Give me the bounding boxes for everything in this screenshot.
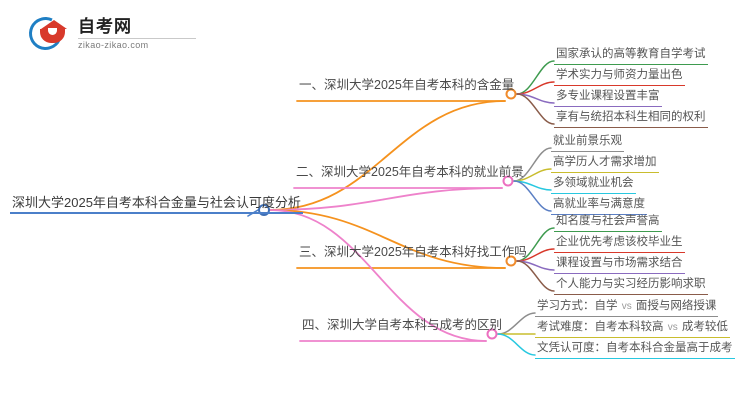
leaf-label-1-4[interactable]: 享有与统招本科生相同的权利: [554, 110, 708, 128]
leaf-label-2-3[interactable]: 多领域就业机会: [551, 176, 636, 194]
leaf-label-4-1[interactable]: 学习方式：自学 vs 面授与网络授课: [535, 299, 719, 317]
leaf-label-3-3[interactable]: 课程设置与市场需求结合: [554, 256, 685, 274]
branch-node-4[interactable]: [486, 328, 498, 340]
leaf-label-2-2[interactable]: 高学历人才需求增加: [551, 155, 659, 173]
logo-cap-notch: [48, 28, 57, 35]
branch-node-3[interactable]: [505, 255, 517, 267]
branch-label-4[interactable]: 四、深圳大学自考本科与成考的区别: [302, 318, 503, 332]
leaf-label-1-3[interactable]: 多专业课程设置丰富: [554, 89, 662, 107]
logo-text: 自考网 zikao-zikao.com: [78, 17, 196, 51]
leaf-label-3-1[interactable]: 知名度与社会声誉高: [554, 214, 662, 232]
logo-cap-top: [41, 20, 67, 29]
branch-label-2[interactable]: 二、深圳大学2025年自考本科的就业前景: [296, 165, 524, 179]
leaf-label-2-1[interactable]: 就业前景乐观: [551, 134, 624, 152]
branch-label-1[interactable]: 一、深圳大学2025年自考本科的含金量: [299, 78, 515, 92]
leaf-label-3-2[interactable]: 企业优先考虑该校毕业生: [554, 235, 685, 253]
leaf-label-2-4[interactable]: 高就业率与满意度: [551, 197, 647, 215]
vs-separator: vs: [667, 322, 678, 333]
logo-domain: zikao-zikao.com: [78, 40, 149, 50]
leaf-label-1-2[interactable]: 学术实力与师资力量出色: [554, 68, 685, 86]
logo-divider: [78, 38, 196, 39]
root-label[interactable]: 深圳大学2025年自考本科合金量与社会认可度分析: [10, 195, 303, 214]
logo-cap-body: [40, 29, 65, 43]
graduation-cap-icon: [24, 12, 72, 55]
branch-label-3[interactable]: 三、深圳大学2025年自考本科好找工作吗: [299, 245, 527, 259]
logo-title: 自考网: [78, 17, 132, 36]
vs-separator: vs: [621, 301, 632, 312]
branch-node-2[interactable]: [502, 175, 514, 187]
leaf-label-1-1[interactable]: 国家承认的高等教育自学考试: [554, 47, 708, 65]
branch-node-1[interactable]: [505, 88, 517, 100]
leaf-label-3-4[interactable]: 个人能力与实习经历影响求职: [554, 277, 708, 295]
leaf-label-4-2[interactable]: 考试难度：自考本科较高 vs 成考较低: [535, 320, 730, 338]
site-logo: 自考网 zikao-zikao.com: [24, 12, 196, 56]
leaf-label-4-3[interactable]: 文凭认可度：自考本科合金量高于成考: [535, 341, 735, 359]
